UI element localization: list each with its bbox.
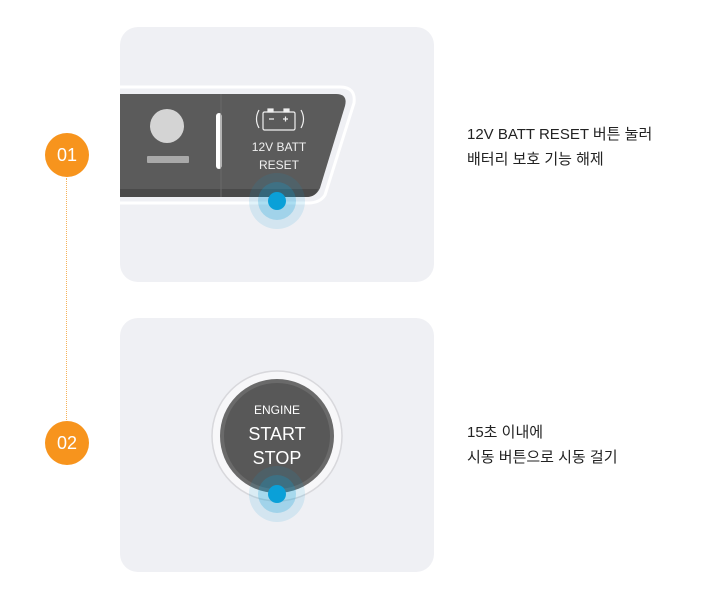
- engine-label: ENGINE: [253, 403, 300, 417]
- step-number-badge: 02: [45, 421, 89, 465]
- step-description: 15초 이내에 시동 버튼으로 시동 걸기: [467, 420, 618, 470]
- touch-point-indicator: [249, 466, 305, 522]
- start-label: START: [248, 424, 306, 444]
- description-line: 12V BATT RESET 버튼 눌러: [467, 126, 653, 143]
- battery-reset-label-sub: RESET: [258, 158, 299, 172]
- battery-reset-illustration-card: 12V BATT RESET: [120, 27, 434, 282]
- step-number-badge: 01: [45, 133, 89, 177]
- indicator-bar: [147, 156, 189, 163]
- touch-point-indicator: [249, 173, 305, 229]
- step-description: 12V BATT RESET 버튼 눌러 배터리 보호 기능 해제: [467, 122, 652, 172]
- description-line: 배터리 보호 기능 해제: [467, 151, 604, 168]
- stop-label: STOP: [252, 448, 302, 468]
- description-line: 시동 버튼으로 시동 걸기: [467, 449, 618, 466]
- engine-start-stop-button: [224, 383, 330, 489]
- step-connector-line: [66, 178, 67, 420]
- indicator-circle: [150, 109, 184, 143]
- battery-icon: [255, 108, 305, 131]
- engine-start-illustration-card: ENGINE START STOP: [120, 318, 434, 572]
- battery-reset-label: 12V BATT: [251, 140, 307, 154]
- dashboard-panel-illustration: [120, 85, 356, 229]
- engine-button-illustration: [211, 370, 343, 522]
- description-line: 15초 이내에: [467, 424, 544, 441]
